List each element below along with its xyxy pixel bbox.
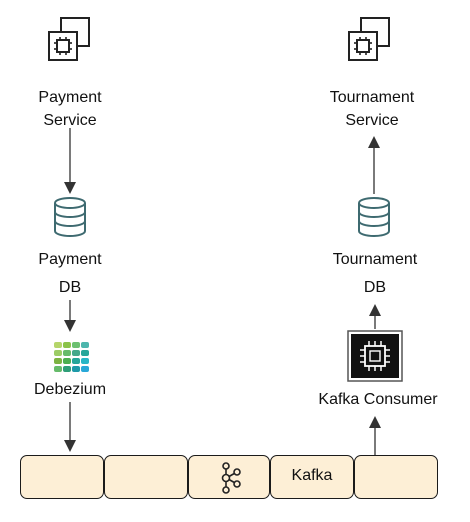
arrow-consumer-to-tournament-db (369, 304, 381, 329)
arrow-debezium-to-kafka (64, 402, 76, 452)
kafka-label: Kafka (291, 467, 333, 484)
kafka-icon (221, 462, 241, 494)
service-instance-icon (48, 17, 90, 61)
database-icon (54, 197, 86, 237)
kafka-consumer-label: Kafka Consumer (318, 391, 438, 408)
debezium-label: Debezium (33, 381, 107, 398)
arrow-payment-db-to-debezium (64, 300, 76, 332)
tournament-service-label: Tournament Service (329, 89, 415, 129)
database-icon (358, 197, 390, 237)
arrow-tournament-db-to-service (368, 136, 380, 194)
debezium-logo (54, 342, 89, 372)
chip-icon (347, 330, 403, 382)
service-instance-icon (348, 17, 390, 61)
kafka-segment (354, 455, 438, 499)
arrow-kafka-to-consumer (369, 416, 381, 455)
kafka-segment: Kafka (270, 455, 354, 499)
arrow-payment-service-to-db (64, 128, 76, 194)
payment-service-label: Payment Service (38, 89, 102, 129)
payment-db-label: Payment DB (38, 251, 102, 296)
kafka-segment (104, 455, 188, 499)
kafka-segment (188, 455, 270, 499)
tournament-db-label: Tournament DB (332, 251, 418, 296)
kafka-segment (20, 455, 104, 499)
